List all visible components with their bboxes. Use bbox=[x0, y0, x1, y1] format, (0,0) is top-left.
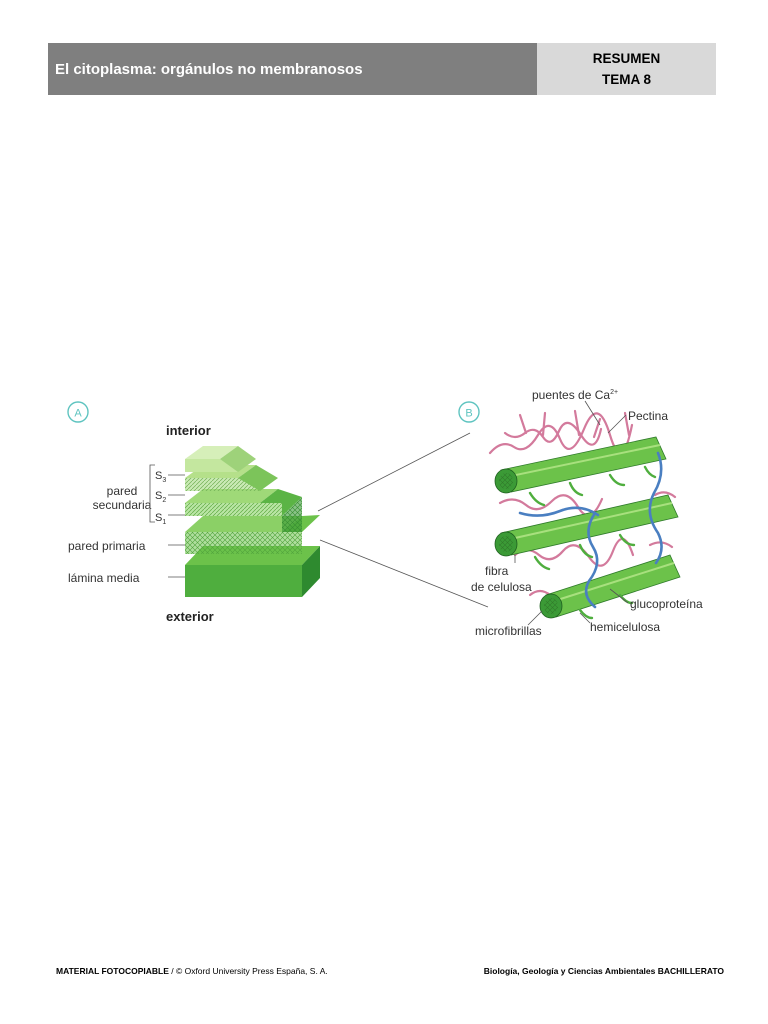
leader-glucoproteina bbox=[609, 588, 629, 604]
resumen-badge: RESUMEN TEMA 8 bbox=[537, 43, 716, 95]
marker-a-label: A bbox=[74, 408, 82, 420]
label-lamina-media: lámina media bbox=[68, 571, 140, 585]
label-glucoproteina: glucoproteína bbox=[630, 597, 703, 611]
label-s1: S1 bbox=[155, 512, 166, 526]
zoom-line-top bbox=[317, 432, 471, 512]
page-title: El citoplasma: orgánulos no membranosos bbox=[48, 43, 537, 95]
s3-side bbox=[220, 446, 256, 472]
s2-side bbox=[238, 465, 278, 491]
label-microfibrillas: microfibrillas bbox=[475, 624, 542, 638]
label-interior: interior bbox=[166, 423, 211, 438]
marker-b-icon bbox=[458, 401, 480, 423]
label-s3: S3 bbox=[155, 470, 166, 484]
footer-right: Biología, Geología y Ciencias Ambientale… bbox=[483, 966, 724, 976]
label-hemicelulosa: hemicelulosa bbox=[590, 620, 660, 634]
label-fibra-1: fibra bbox=[485, 564, 509, 578]
footer-left-bold: MATERIAL FOTOCOPIABLE bbox=[56, 966, 169, 976]
lamina-media-side bbox=[302, 546, 320, 597]
leader-pectina bbox=[607, 414, 627, 434]
hemicellulose-strands bbox=[528, 465, 657, 620]
label-fibra-2: de celulosa bbox=[471, 580, 532, 594]
label-pared-primaria: pared primaria bbox=[68, 539, 146, 553]
cellulose-fibre-1 bbox=[494, 436, 667, 494]
page-header: El citoplasma: orgánulos no membranosos … bbox=[48, 43, 716, 95]
cell-wall-figure: A interior exterior bbox=[60, 385, 730, 650]
footer-left: MATERIAL FOTOCOPIABLE / © Oxford Univers… bbox=[56, 966, 328, 976]
zoom-line-bottom bbox=[319, 539, 489, 608]
marker-a-icon bbox=[67, 401, 89, 423]
cellulose-fibre-3 bbox=[539, 554, 681, 619]
panel-a: A interior exterior bbox=[67, 401, 489, 624]
label-puentes: puentes de Ca2+ bbox=[532, 388, 618, 402]
page-footer: MATERIAL FOTOCOPIABLE / © Oxford Univers… bbox=[56, 966, 724, 976]
glycoprotein-strands bbox=[518, 451, 663, 609]
panel-b: B bbox=[458, 388, 703, 638]
label-pared-1: pared bbox=[107, 484, 138, 498]
leader-microfibrillas bbox=[527, 610, 543, 626]
leader-puentes bbox=[584, 400, 601, 426]
marker-b-label: B bbox=[465, 408, 472, 420]
s3-top bbox=[185, 446, 238, 459]
badge-line-1: RESUMEN bbox=[592, 51, 661, 66]
label-pared-2: secundaria bbox=[93, 498, 152, 512]
footer-left-rest: / © Oxford University Press España, S. A… bbox=[168, 966, 328, 976]
label-pectina: Pectina bbox=[628, 409, 668, 423]
lamina-media-front bbox=[185, 565, 302, 597]
label-exterior: exterior bbox=[166, 609, 214, 624]
leader-hemicelulosa bbox=[579, 612, 591, 624]
badge-line-2: TEMA 8 bbox=[601, 72, 651, 87]
pared-primaria-top bbox=[185, 516, 302, 532]
label-s2: S2 bbox=[155, 490, 166, 504]
cell-wall-diagram: A interior exterior bbox=[67, 388, 703, 638]
bracket-secundaria bbox=[149, 464, 155, 523]
s1-side bbox=[260, 489, 302, 516]
s1-top bbox=[185, 489, 278, 503]
